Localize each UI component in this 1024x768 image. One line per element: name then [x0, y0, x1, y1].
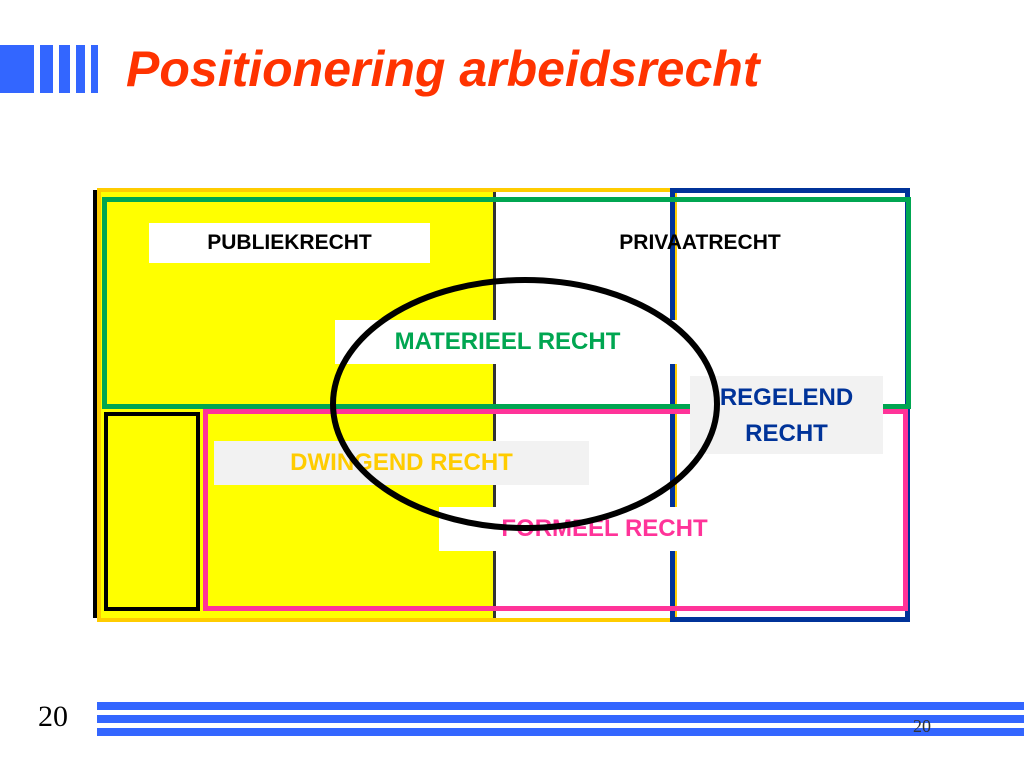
slide-title: Positionering arbeidsrecht [126, 41, 760, 97]
materieel-region [102, 197, 911, 409]
footer-line-3 [97, 728, 1024, 736]
dwingend-label: DWINGEND RECHT [214, 441, 589, 485]
regelend-line-2: RECHT [745, 420, 828, 447]
slide-number-small: 20 [913, 716, 931, 736]
privaatrecht-label: PRIVAATRECHT [619, 231, 781, 254]
small-black-box [104, 412, 200, 611]
footer-line-2 [97, 715, 1024, 723]
materieel-label: MATERIEEL RECHT [335, 320, 680, 364]
regelend-line-1: REGELEND [719, 384, 854, 411]
title-bar-2 [40, 45, 53, 93]
title-bar-5 [91, 45, 98, 93]
title-bar-3 [59, 45, 70, 93]
title-bar-4 [76, 45, 85, 93]
footer-line-1 [97, 702, 1024, 710]
regelend-label: REGELEND RECHT [690, 376, 883, 454]
slide-number: 20 [38, 700, 68, 733]
formeel-region [203, 409, 908, 611]
publiekrecht-label: PUBLIEKRECHT [149, 223, 430, 263]
title-bar-1 [0, 45, 34, 93]
diagram-left-edge [93, 190, 97, 618]
arbeidsrecht-ellipse [330, 277, 720, 531]
